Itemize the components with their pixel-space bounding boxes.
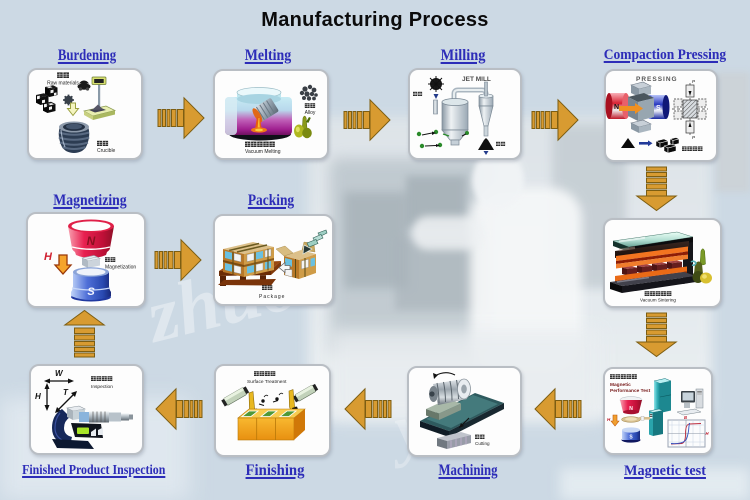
svg-text:N: N [629, 406, 633, 412]
svg-text:N: N [87, 234, 96, 248]
svg-text:P: P [692, 135, 695, 140]
svg-text:Magnetic: Magnetic [610, 382, 631, 388]
svg-text:Surface Treatment: Surface Treatment [247, 379, 287, 385]
svg-text:Inspection: Inspection [91, 384, 113, 390]
svg-text:Vacuum Melting: Vacuum Melting [245, 149, 281, 155]
svg-text:B: B [684, 415, 687, 420]
svg-text:PRESSING: PRESSING [636, 76, 678, 83]
svg-text:Magnetization: Magnetization [105, 265, 136, 271]
svg-text:H: H [706, 431, 710, 436]
svg-text:S: S [87, 286, 95, 298]
svg-text:JET MILL: JET MILL [462, 76, 491, 83]
svg-text:T: T [63, 388, 69, 397]
svg-text:H: H [35, 392, 41, 401]
svg-text:S: S [629, 435, 633, 441]
svg-text:S: S [656, 105, 661, 112]
svg-text:Alloy: Alloy [305, 110, 316, 116]
svg-text:Raw materials: Raw materials [47, 81, 79, 87]
svg-text:N: N [614, 104, 619, 111]
svg-text:P: P [692, 79, 695, 84]
svg-text:Package: Package [259, 294, 285, 300]
svg-text:Performance Test: Performance Test [610, 388, 651, 394]
svg-text:H: H [607, 417, 611, 422]
svg-text:H: H [44, 251, 53, 263]
svg-text:W: W [55, 369, 64, 378]
svg-text:Cutting: Cutting [475, 441, 490, 446]
svg-text:Vacuum Sintering: Vacuum Sintering [640, 298, 676, 303]
svg-text:Crucible: Crucible [97, 148, 116, 154]
